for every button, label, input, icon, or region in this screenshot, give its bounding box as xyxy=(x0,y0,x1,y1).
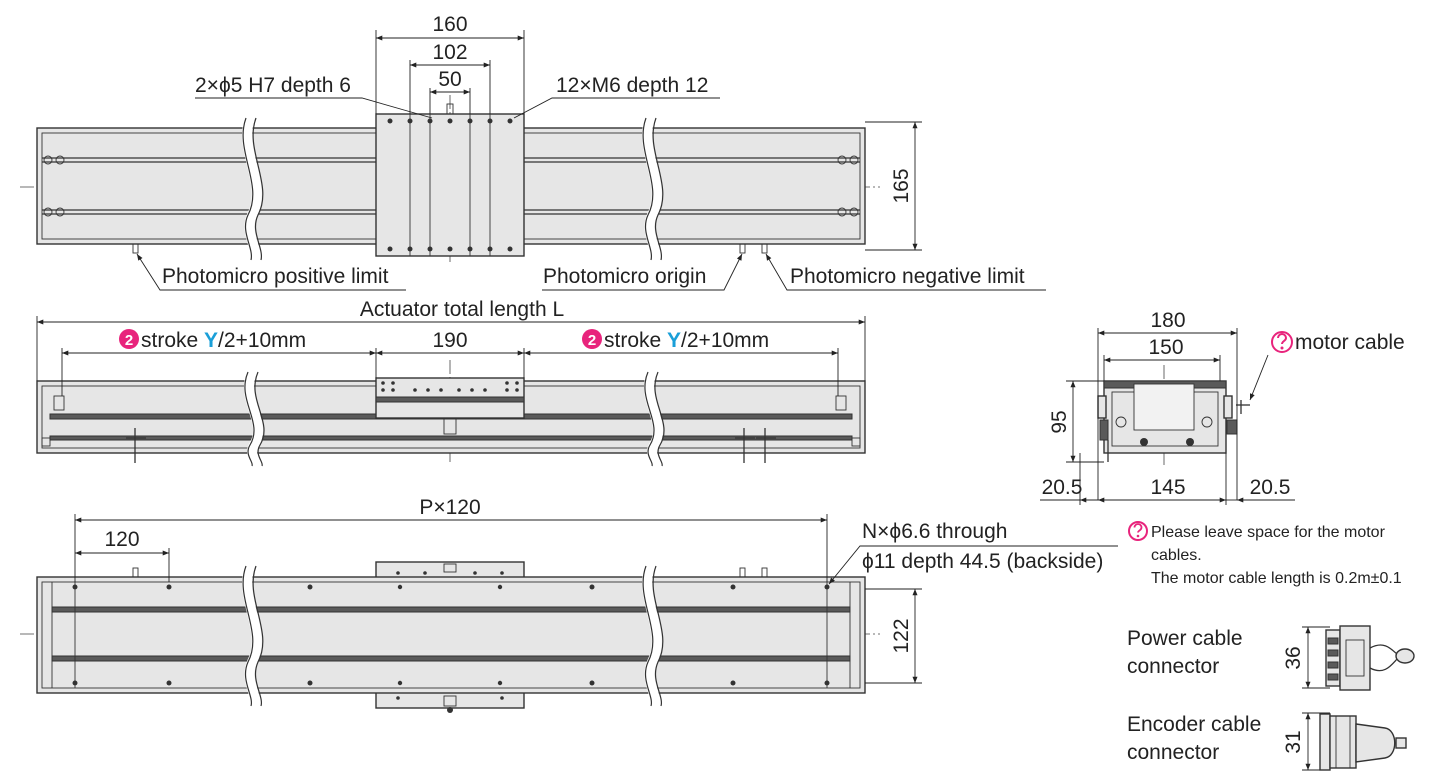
side-table-holes xyxy=(381,381,519,392)
stroke-var-right: Y xyxy=(667,329,681,352)
dim-122: 122 xyxy=(890,618,913,653)
side-view: Actuator total length L 190 2 stroke Y/2… xyxy=(36,298,866,469)
through-holes-callout: N×ϕ6.6 through xyxy=(862,520,1007,543)
encoder-connector-label-1: Encoder cable xyxy=(1127,713,1261,736)
power-connector-label-1: Power cable xyxy=(1127,627,1243,650)
pin-holes-callout: 2×ϕ5 H7 depth 6 xyxy=(195,74,351,97)
note-line-3: The motor cable length is 0.2m±0.1 xyxy=(1151,570,1402,587)
dim-165: 165 xyxy=(890,168,913,203)
dim-160: 160 xyxy=(432,13,467,36)
stroke-label-left: 2 stroke Y/2+10mm xyxy=(119,329,306,352)
dim-145: 145 xyxy=(1150,476,1185,499)
bottom-dimensions xyxy=(74,514,1118,684)
motor-cable-text: motor cable xyxy=(1295,331,1405,354)
total-length-label: Actuator total length L xyxy=(360,298,564,321)
dim-150: 150 xyxy=(1148,336,1183,359)
sensor-negative xyxy=(761,243,768,254)
note-line-1: Please leave space for the motor xyxy=(1151,524,1386,541)
encoder-connector-dim: 31 xyxy=(1282,730,1305,753)
stroke-suffix-right: /2+10mm xyxy=(681,329,769,352)
top-view: 160 102 50 2×ϕ5 H7 depth 6 12×M6 depth 1… xyxy=(20,13,1046,291)
stroke-badge-right: 2 xyxy=(588,332,596,349)
counterbore-callout: ϕ11 depth 44.5 (backside) xyxy=(862,550,1103,573)
dim-50: 50 xyxy=(438,68,461,91)
top-slider-table xyxy=(375,113,525,257)
stroke-suffix-left: /2+10mm xyxy=(218,329,306,352)
bottom-view: P×120 120 N×ϕ6.6 through ϕ11 depth 44.5 … xyxy=(20,496,1118,713)
dim-102: 102 xyxy=(432,41,467,64)
tapped-holes-callout: 12×M6 depth 12 xyxy=(556,74,708,97)
stroke-var-left: Y xyxy=(204,329,218,352)
top-dimensions xyxy=(136,30,1046,291)
svg-text:stroke Y/2+10mm: stroke Y/2+10mm xyxy=(141,329,306,352)
top-table-holes xyxy=(387,103,513,256)
end-dimensions xyxy=(1040,328,1295,505)
side-dimensions xyxy=(36,316,866,396)
side-sensors xyxy=(126,428,776,463)
photomicro-positive-label: Photomicro positive limit xyxy=(162,265,389,288)
svg-text:stroke Y/2+10mm: stroke Y/2+10mm xyxy=(604,329,769,352)
power-connector-label-2: connector xyxy=(1127,655,1219,678)
pitch-total-label: P×120 xyxy=(419,496,480,519)
sensor-positive xyxy=(132,243,139,254)
dim-95: 95 xyxy=(1048,410,1071,433)
dim-20-5-right: 20.5 xyxy=(1250,476,1291,499)
encoder-connector-label-2: connector xyxy=(1127,741,1219,764)
note-line-2: cables. xyxy=(1151,547,1202,564)
power-connector-dim: 36 xyxy=(1282,646,1305,669)
stroke-label-right: 2 stroke Y/2+10mm xyxy=(582,329,769,352)
stroke-badge-left: 2 xyxy=(125,332,133,349)
top-end-screws xyxy=(43,155,859,217)
power-connector: Power cable connector 36 xyxy=(1127,625,1415,691)
dim-190: 190 xyxy=(432,329,467,352)
pitch-120-label: 120 xyxy=(104,528,139,551)
encoder-connector: Encoder cable connector 31 xyxy=(1127,712,1407,771)
dim-20-5-left: 20.5 xyxy=(1042,476,1083,499)
stroke-prefix-left: stroke xyxy=(141,329,204,352)
notes: Please leave space for the motor cables.… xyxy=(1128,521,1402,587)
photomicro-origin-label: Photomicro origin xyxy=(543,265,706,288)
motor-cable-label: motor cable xyxy=(1271,331,1405,354)
dim-180: 180 xyxy=(1150,309,1185,332)
photomicro-negative-label: Photomicro negative limit xyxy=(790,265,1025,288)
end-view: 180 150 95 20.5 145 20.5 motor cable xyxy=(1040,309,1405,505)
stroke-prefix-right: stroke xyxy=(604,329,667,352)
sensor-origin xyxy=(739,243,746,254)
